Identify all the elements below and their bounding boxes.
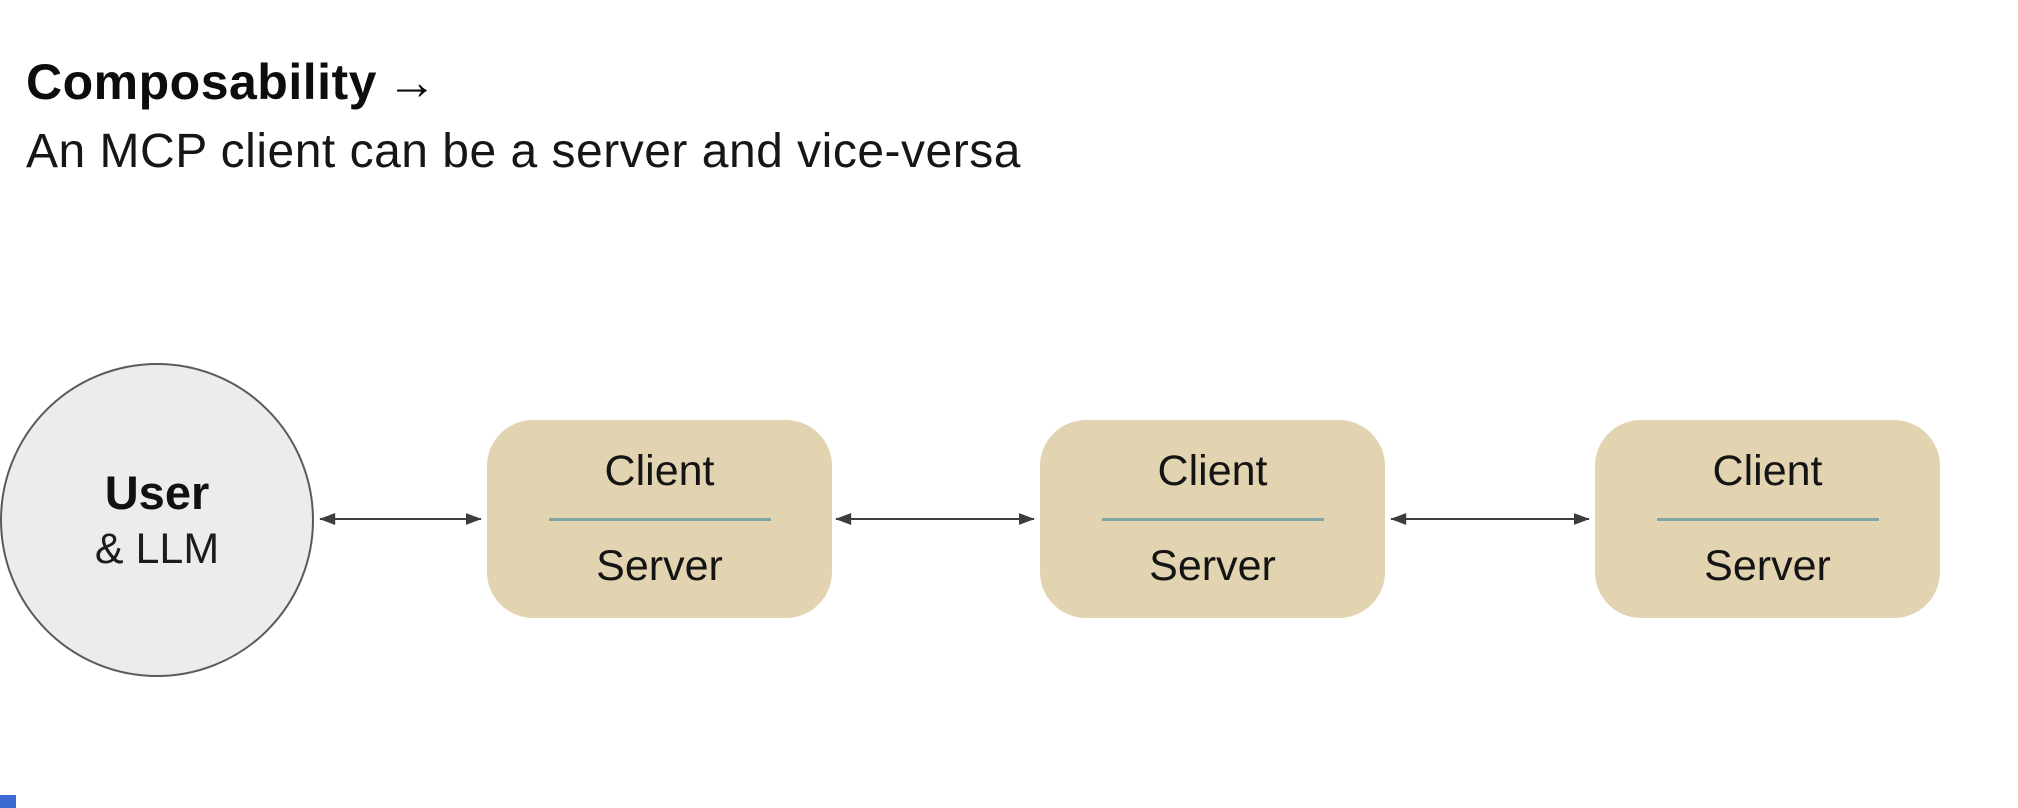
- server-label: Server: [1149, 541, 1276, 590]
- user-llm-node-subtitle: & LLM: [94, 524, 220, 573]
- client-server-divider: [1656, 517, 1879, 521]
- client-server-node-1: Client Server: [487, 420, 832, 618]
- page-subtitle: An MCP client can be a server and vice-v…: [26, 125, 1021, 178]
- client-label: Client: [1712, 447, 1823, 496]
- user-llm-node-title: User: [104, 465, 210, 519]
- right-arrow-glyph: →: [386, 54, 438, 110]
- header: Composability→ An MCP client can be a se…: [26, 52, 1021, 181]
- client-server-node-2: Client Server: [1040, 420, 1385, 618]
- partial-blue-shape: [0, 795, 16, 808]
- page-title: Composability→: [26, 52, 1021, 112]
- client-server-divider: [548, 517, 771, 521]
- client-server-divider: [1101, 517, 1324, 521]
- user-llm-node: User & LLM: [0, 363, 314, 677]
- client-label: Client: [604, 447, 715, 496]
- server-label: Server: [1704, 541, 1831, 590]
- client-label: Client: [1157, 447, 1268, 496]
- client-server-node-3: Client Server: [1595, 420, 1940, 618]
- server-label: Server: [596, 541, 723, 590]
- page-title-text: Composability: [26, 54, 377, 110]
